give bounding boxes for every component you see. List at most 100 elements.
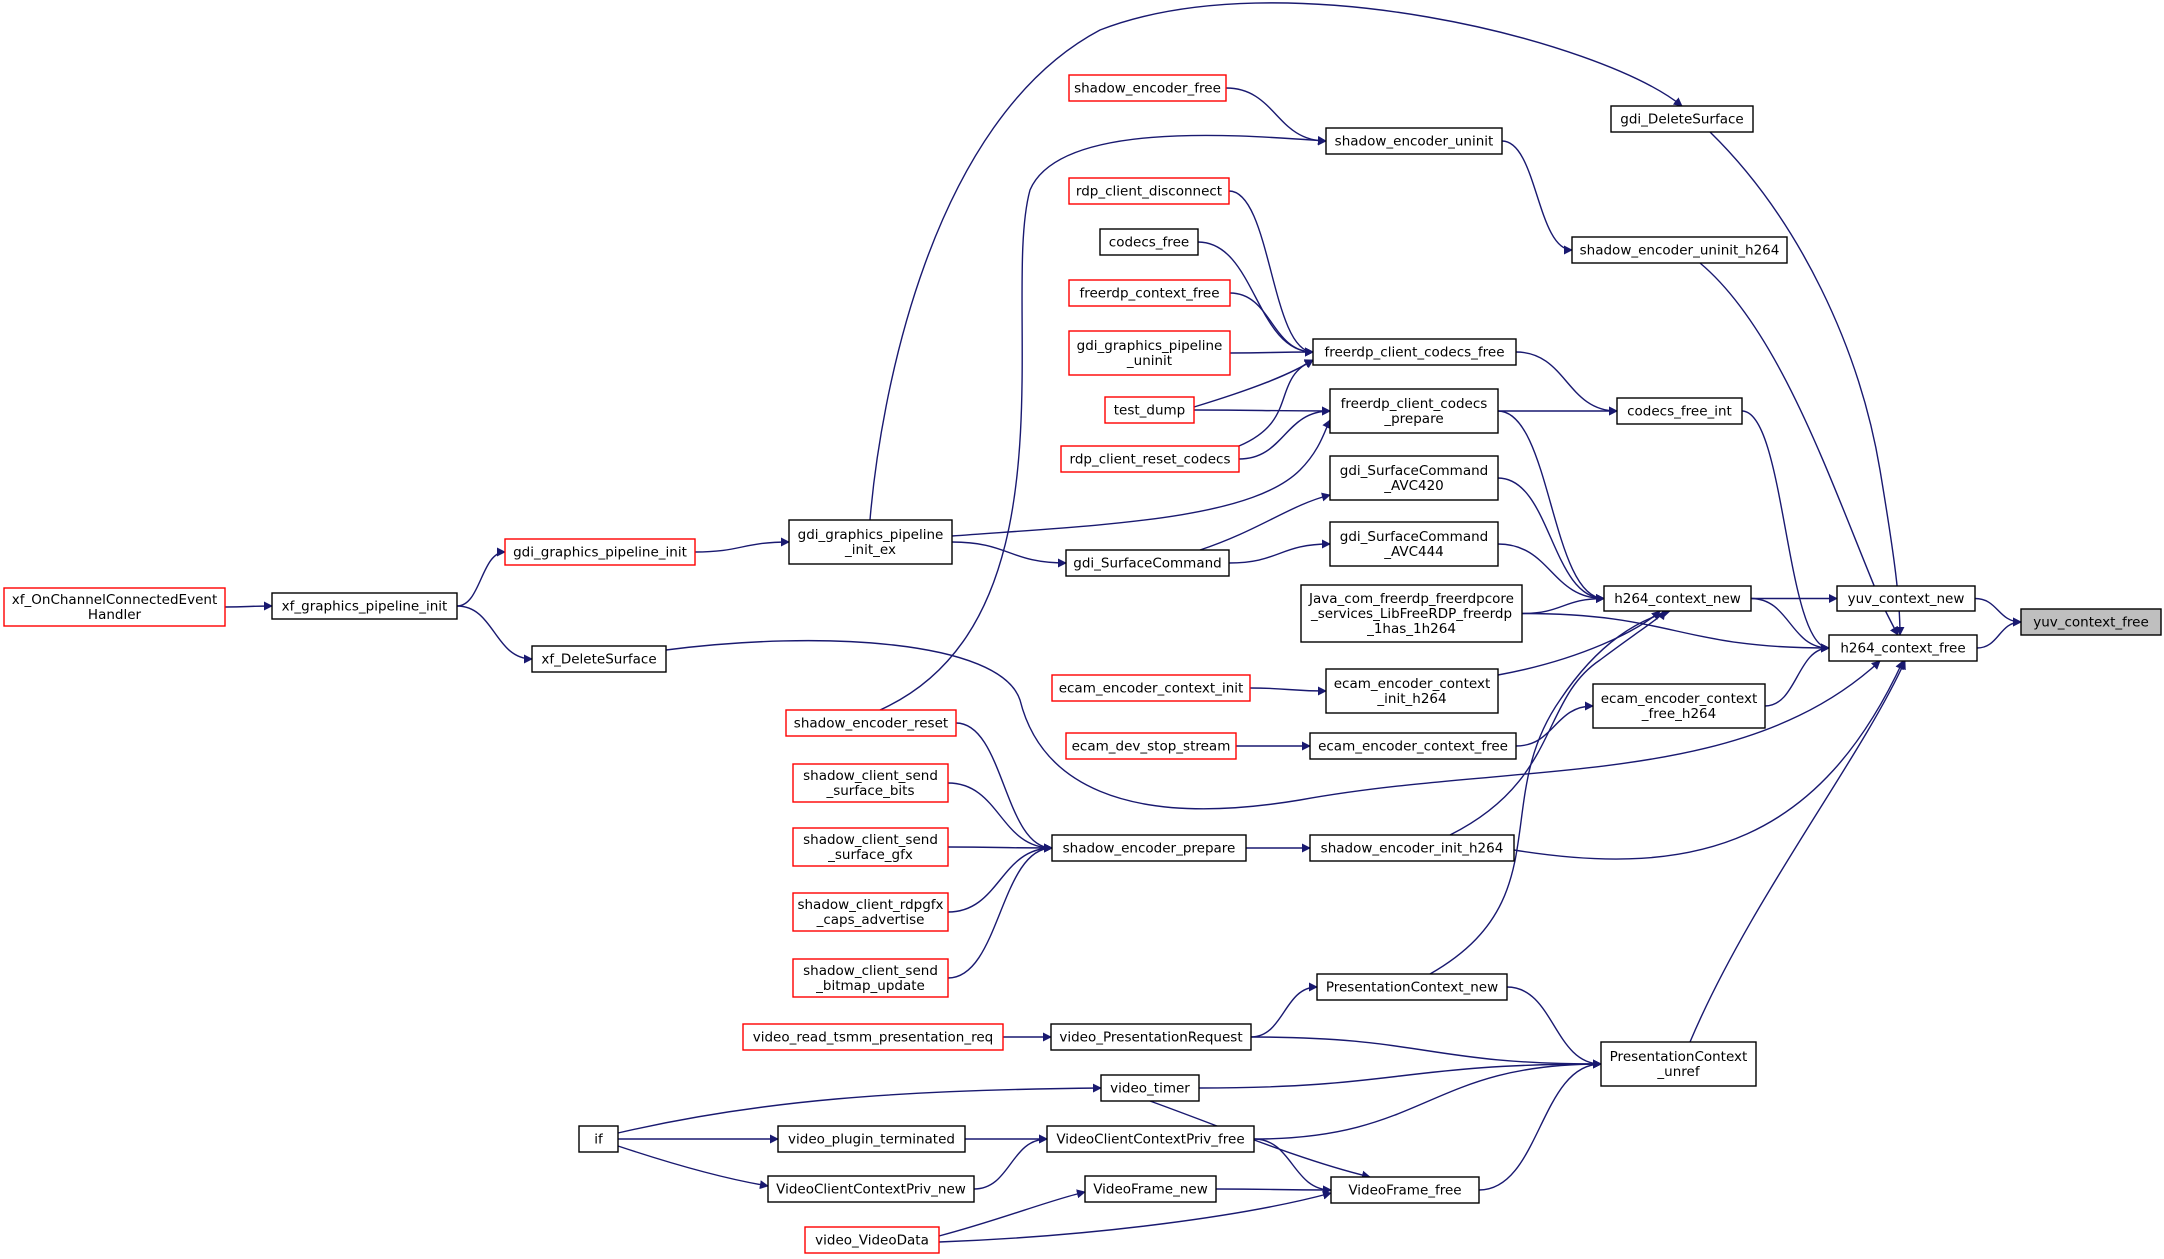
node-video_read_tsmm_presentation_req[interactable]: video_read_tsmm_presentation_req [742,1023,1004,1051]
node-ecam_encoder_context_free_h264[interactable]: ecam_encoder_context_free_h264 [1592,683,1766,729]
node-box[interactable] [785,709,957,737]
node-box[interactable] [1600,1041,1757,1087]
node-box[interactable] [788,519,953,565]
node-codecs_free_int[interactable]: codecs_free_int [1616,397,1743,425]
node-box[interactable] [1309,834,1515,862]
node-box[interactable] [271,592,458,620]
node-ecam_encoder_context_init[interactable]: ecam_encoder_context_init [1051,674,1251,702]
node-box[interactable] [531,645,667,673]
node-box[interactable] [1836,585,1976,612]
node-box[interactable] [1329,388,1499,434]
node-box[interactable] [1068,74,1227,102]
node-h264_context_new[interactable]: h264_context_new [1603,585,1752,612]
node-xf_DeleteSurface[interactable]: xf_DeleteSurface [531,645,667,673]
node-box[interactable] [1309,732,1517,760]
node-box[interactable] [578,1125,619,1153]
node-box[interactable] [1571,236,1788,264]
node-box[interactable] [1046,1125,1255,1153]
node-freerdp_client_codecs_free[interactable]: freerdp_client_codecs_free [1312,338,1517,366]
node-gdi_graphics_pipeline_uninit[interactable]: gdi_graphics_pipeline_uninit [1068,330,1231,376]
node-box[interactable] [1325,127,1503,155]
node-box[interactable] [1325,668,1499,714]
node-box[interactable] [1330,1176,1480,1204]
node-video_timer[interactable]: video_timer [1100,1074,1200,1102]
node-rdp_client_reset_codecs[interactable]: rdp_client_reset_codecs [1060,445,1240,473]
node-box[interactable] [1051,674,1251,702]
node-shadow_encoder_init_h264[interactable]: shadow_encoder_init_h264 [1309,834,1515,862]
node-box[interactable] [1068,177,1230,205]
node-box[interactable] [792,892,949,932]
node-video_plugin_terminated[interactable]: video_plugin_terminated [777,1125,966,1153]
node-video_PresentationRequest[interactable]: video_PresentationRequest [1050,1023,1252,1051]
node-shadow_client_rdpgfx_caps_advertise[interactable]: shadow_client_rdpgfx_caps_advertise [792,892,949,932]
node-box[interactable] [742,1023,1004,1051]
node-box[interactable] [777,1125,966,1153]
node-gdi_DeleteSurface[interactable]: gdi_DeleteSurface [1610,105,1754,133]
node-PresentationContext_unref[interactable]: PresentationContext_unref [1600,1041,1757,1087]
node-VideoFrame_free[interactable]: VideoFrame_free [1330,1176,1480,1204]
node-rdp_client_disconnect[interactable]: rdp_client_disconnect [1068,177,1230,205]
node-box[interactable] [1329,521,1499,567]
node-yuv_context_new[interactable]: yuv_context_new [1836,585,1976,612]
node-box[interactable] [2020,608,2162,636]
node-box[interactable] [1312,338,1517,366]
node-freerdp_context_free[interactable]: freerdp_context_free [1068,279,1231,307]
node-box[interactable] [1300,584,1523,643]
node-box[interactable] [1603,585,1752,612]
node-shadow_client_send_bitmap_update[interactable]: shadow_client_send_bitmap_update [792,958,949,998]
node-box[interactable] [792,958,949,998]
node-shadow_encoder_prepare[interactable]: shadow_encoder_prepare [1051,834,1247,862]
node-video_VideoData[interactable]: video_VideoData [804,1226,940,1254]
node-box[interactable] [1100,1074,1200,1102]
node-VideoClientContextPriv_new[interactable]: VideoClientContextPriv_new [767,1175,975,1203]
node-box[interactable] [1592,683,1766,729]
node-box[interactable] [1060,445,1240,473]
node-VideoFrame_new[interactable]: VideoFrame_new [1084,1175,1217,1203]
node-ecam_dev_stop_stream[interactable]: ecam_dev_stop_stream [1065,732,1237,760]
node-codecs_free[interactable]: codecs_free [1099,228,1199,256]
node-box[interactable] [1065,732,1237,760]
node-box[interactable] [1610,105,1754,133]
node-box[interactable] [1329,455,1499,501]
node-box[interactable] [3,587,226,627]
node-box[interactable] [1316,973,1508,1001]
node-Java_com_freerdp[interactable]: Java_com_freerdp_freerdpcore_services_Li… [1300,584,1523,643]
node-test_dump[interactable]: test_dump [1104,396,1195,424]
node-box[interactable] [1828,634,1978,662]
node-box[interactable] [804,1226,940,1254]
node-box[interactable] [504,538,696,566]
node-box[interactable] [792,827,949,867]
node-shadow_encoder_uninit_h264[interactable]: shadow_encoder_uninit_h264 [1571,236,1788,264]
node-box[interactable] [1616,397,1743,425]
node-shadow_encoder_uninit[interactable]: shadow_encoder_uninit [1325,127,1503,155]
node-box[interactable] [1051,834,1247,862]
node-shadow_client_send_surface_gfx[interactable]: shadow_client_send_surface_gfx [792,827,949,867]
node-xf_graphics_pipeline_init[interactable]: xf_graphics_pipeline_init [271,592,458,620]
node-box[interactable] [1099,228,1199,256]
node-gdi_SurfaceCommand[interactable]: gdi_SurfaceCommand [1065,549,1230,577]
node-shadow_client_send_surface_bits[interactable]: shadow_client_send_surface_bits [792,763,949,803]
node-gdi_SurfaceCommand_AVC420[interactable]: gdi_SurfaceCommand_AVC420 [1329,455,1499,501]
node-if[interactable]: if [578,1125,619,1153]
node-box[interactable] [1068,279,1231,307]
node-box[interactable] [767,1175,975,1203]
node-shadow_encoder_free[interactable]: shadow_encoder_free [1068,74,1227,102]
node-freerdp_client_codecs_prepare[interactable]: freerdp_client_codecs_prepare [1329,388,1499,434]
node-box[interactable] [1050,1023,1252,1051]
node-box[interactable] [1065,549,1230,577]
node-gdi_graphics_pipeline_init[interactable]: gdi_graphics_pipeline_init [504,538,696,566]
node-PresentationContext_new[interactable]: PresentationContext_new [1316,973,1508,1001]
node-VideoClientContextPriv_free[interactable]: VideoClientContextPriv_free [1046,1125,1255,1153]
node-h264_context_free[interactable]: h264_context_free [1828,634,1978,662]
node-box[interactable] [1084,1175,1217,1203]
node-yuv_context_free[interactable]: yuv_context_free [2020,608,2162,636]
node-box[interactable] [1068,330,1231,376]
node-box[interactable] [1104,396,1195,424]
node-ecam_encoder_context_free[interactable]: ecam_encoder_context_free [1309,732,1517,760]
node-ecam_encoder_context_init_h264[interactable]: ecam_encoder_context_init_h264 [1325,668,1499,714]
node-shadow_encoder_reset[interactable]: shadow_encoder_reset [785,709,957,737]
node-box[interactable] [792,763,949,803]
node-gdi_graphics_pipeline_init_ex[interactable]: gdi_graphics_pipeline_init_ex [788,519,953,565]
node-gdi_SurfaceCommand_AVC444[interactable]: gdi_SurfaceCommand_AVC444 [1329,521,1499,567]
